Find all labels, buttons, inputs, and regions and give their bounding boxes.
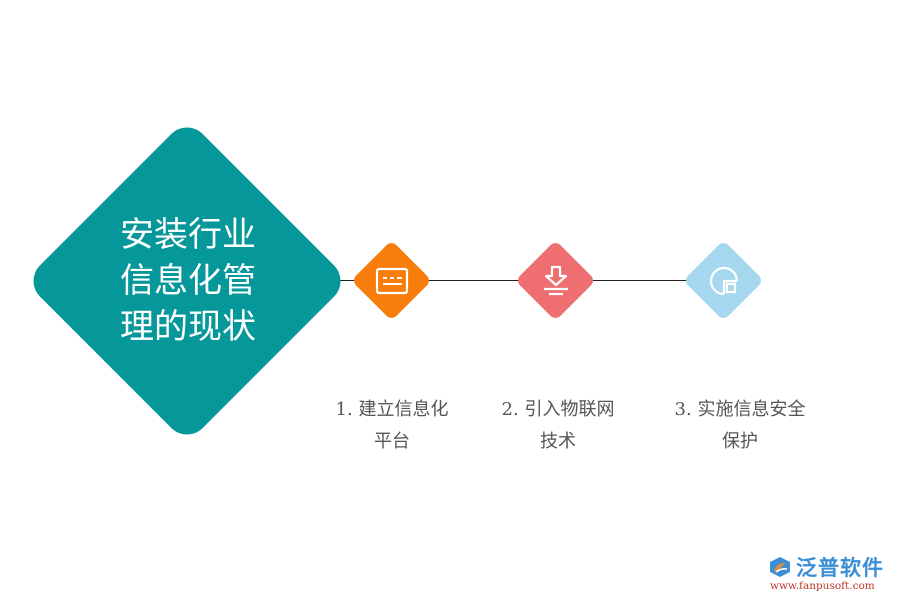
brand-url: www.fanpusoft.com xyxy=(770,580,875,592)
title-line-1: 安装行业 xyxy=(120,215,256,255)
main-topic-title: 安装行业 信息化管 理的现状 xyxy=(100,212,276,350)
step-3-icon-wrap xyxy=(683,240,764,321)
download-icon xyxy=(543,265,568,295)
step-3-label: 3. 实施信息安全 保护 xyxy=(674,399,806,452)
connector-line xyxy=(300,280,730,281)
step-1-label: 1. 建立信息化 平台 xyxy=(335,399,449,452)
brand-watermark: 泛普软件 www.fanpusoft.com xyxy=(768,552,896,592)
pie-chart-icon xyxy=(709,266,738,295)
step-1-icon-wrap xyxy=(351,240,432,321)
step-2-icon-wrap xyxy=(515,240,596,321)
title-line-3: 理的现状 xyxy=(120,307,256,347)
title-line-2: 信息化管 xyxy=(120,261,256,301)
step-2-label: 2. 引入物联网 技术 xyxy=(501,399,615,452)
monitor-icon xyxy=(375,267,408,294)
brand-name: 泛普软件 xyxy=(796,556,884,580)
fanpu-logo-icon xyxy=(770,557,790,577)
